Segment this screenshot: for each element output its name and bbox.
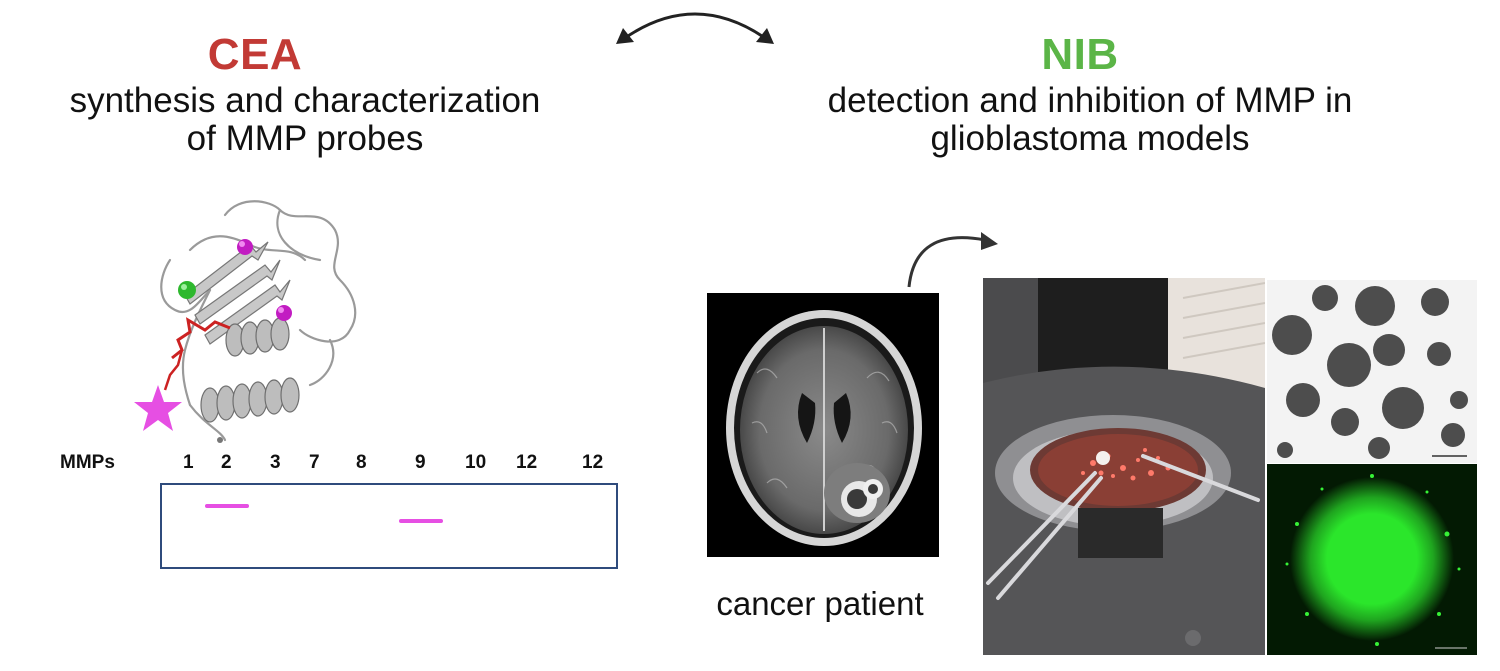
gel-lane-label: 7 xyxy=(309,452,320,473)
gel-lane-label: 1 xyxy=(183,452,194,473)
gel-lane-label: 2 xyxy=(221,452,232,473)
left-description-line1: synthesis and characterization xyxy=(69,81,541,120)
left-description-line2: of MMP probes xyxy=(186,119,424,158)
mmp-protein-structure xyxy=(160,200,357,443)
zymography-gel-box xyxy=(160,483,618,569)
gel-lane-label: 8 xyxy=(356,452,367,473)
gel-band-lane-2 xyxy=(205,504,249,508)
mri-caption: cancer patient xyxy=(716,585,924,622)
gel-row-label: MMPs xyxy=(60,452,115,473)
double-headed-curved-arrow-icon xyxy=(616,12,774,44)
lab-name-nib: NIB xyxy=(1041,30,1119,79)
spheroid-fluorescence-micrograph xyxy=(1267,464,1477,655)
gel-lane-label: 12 xyxy=(582,452,604,473)
right-description-line1: detection and inhibition of MMP in xyxy=(827,81,1353,120)
microscope-petri-dish-photo xyxy=(983,278,1265,655)
gel-lane-label: 10 xyxy=(465,452,487,473)
mri-brain-scan-image xyxy=(707,293,939,557)
star-icon xyxy=(134,385,182,431)
gel-lane-label: 3 xyxy=(270,452,281,473)
spheroids-brightfield-micrograph xyxy=(1267,280,1477,463)
lab-name-cea: CEA xyxy=(207,30,303,79)
curved-arrow-icon xyxy=(907,232,998,288)
right-description-line2: glioblastoma models xyxy=(930,119,1250,158)
gel-lane-label: 9 xyxy=(415,452,426,473)
gel-lane-label: 12 xyxy=(516,452,538,473)
gel-band-lane-9 xyxy=(399,519,443,523)
